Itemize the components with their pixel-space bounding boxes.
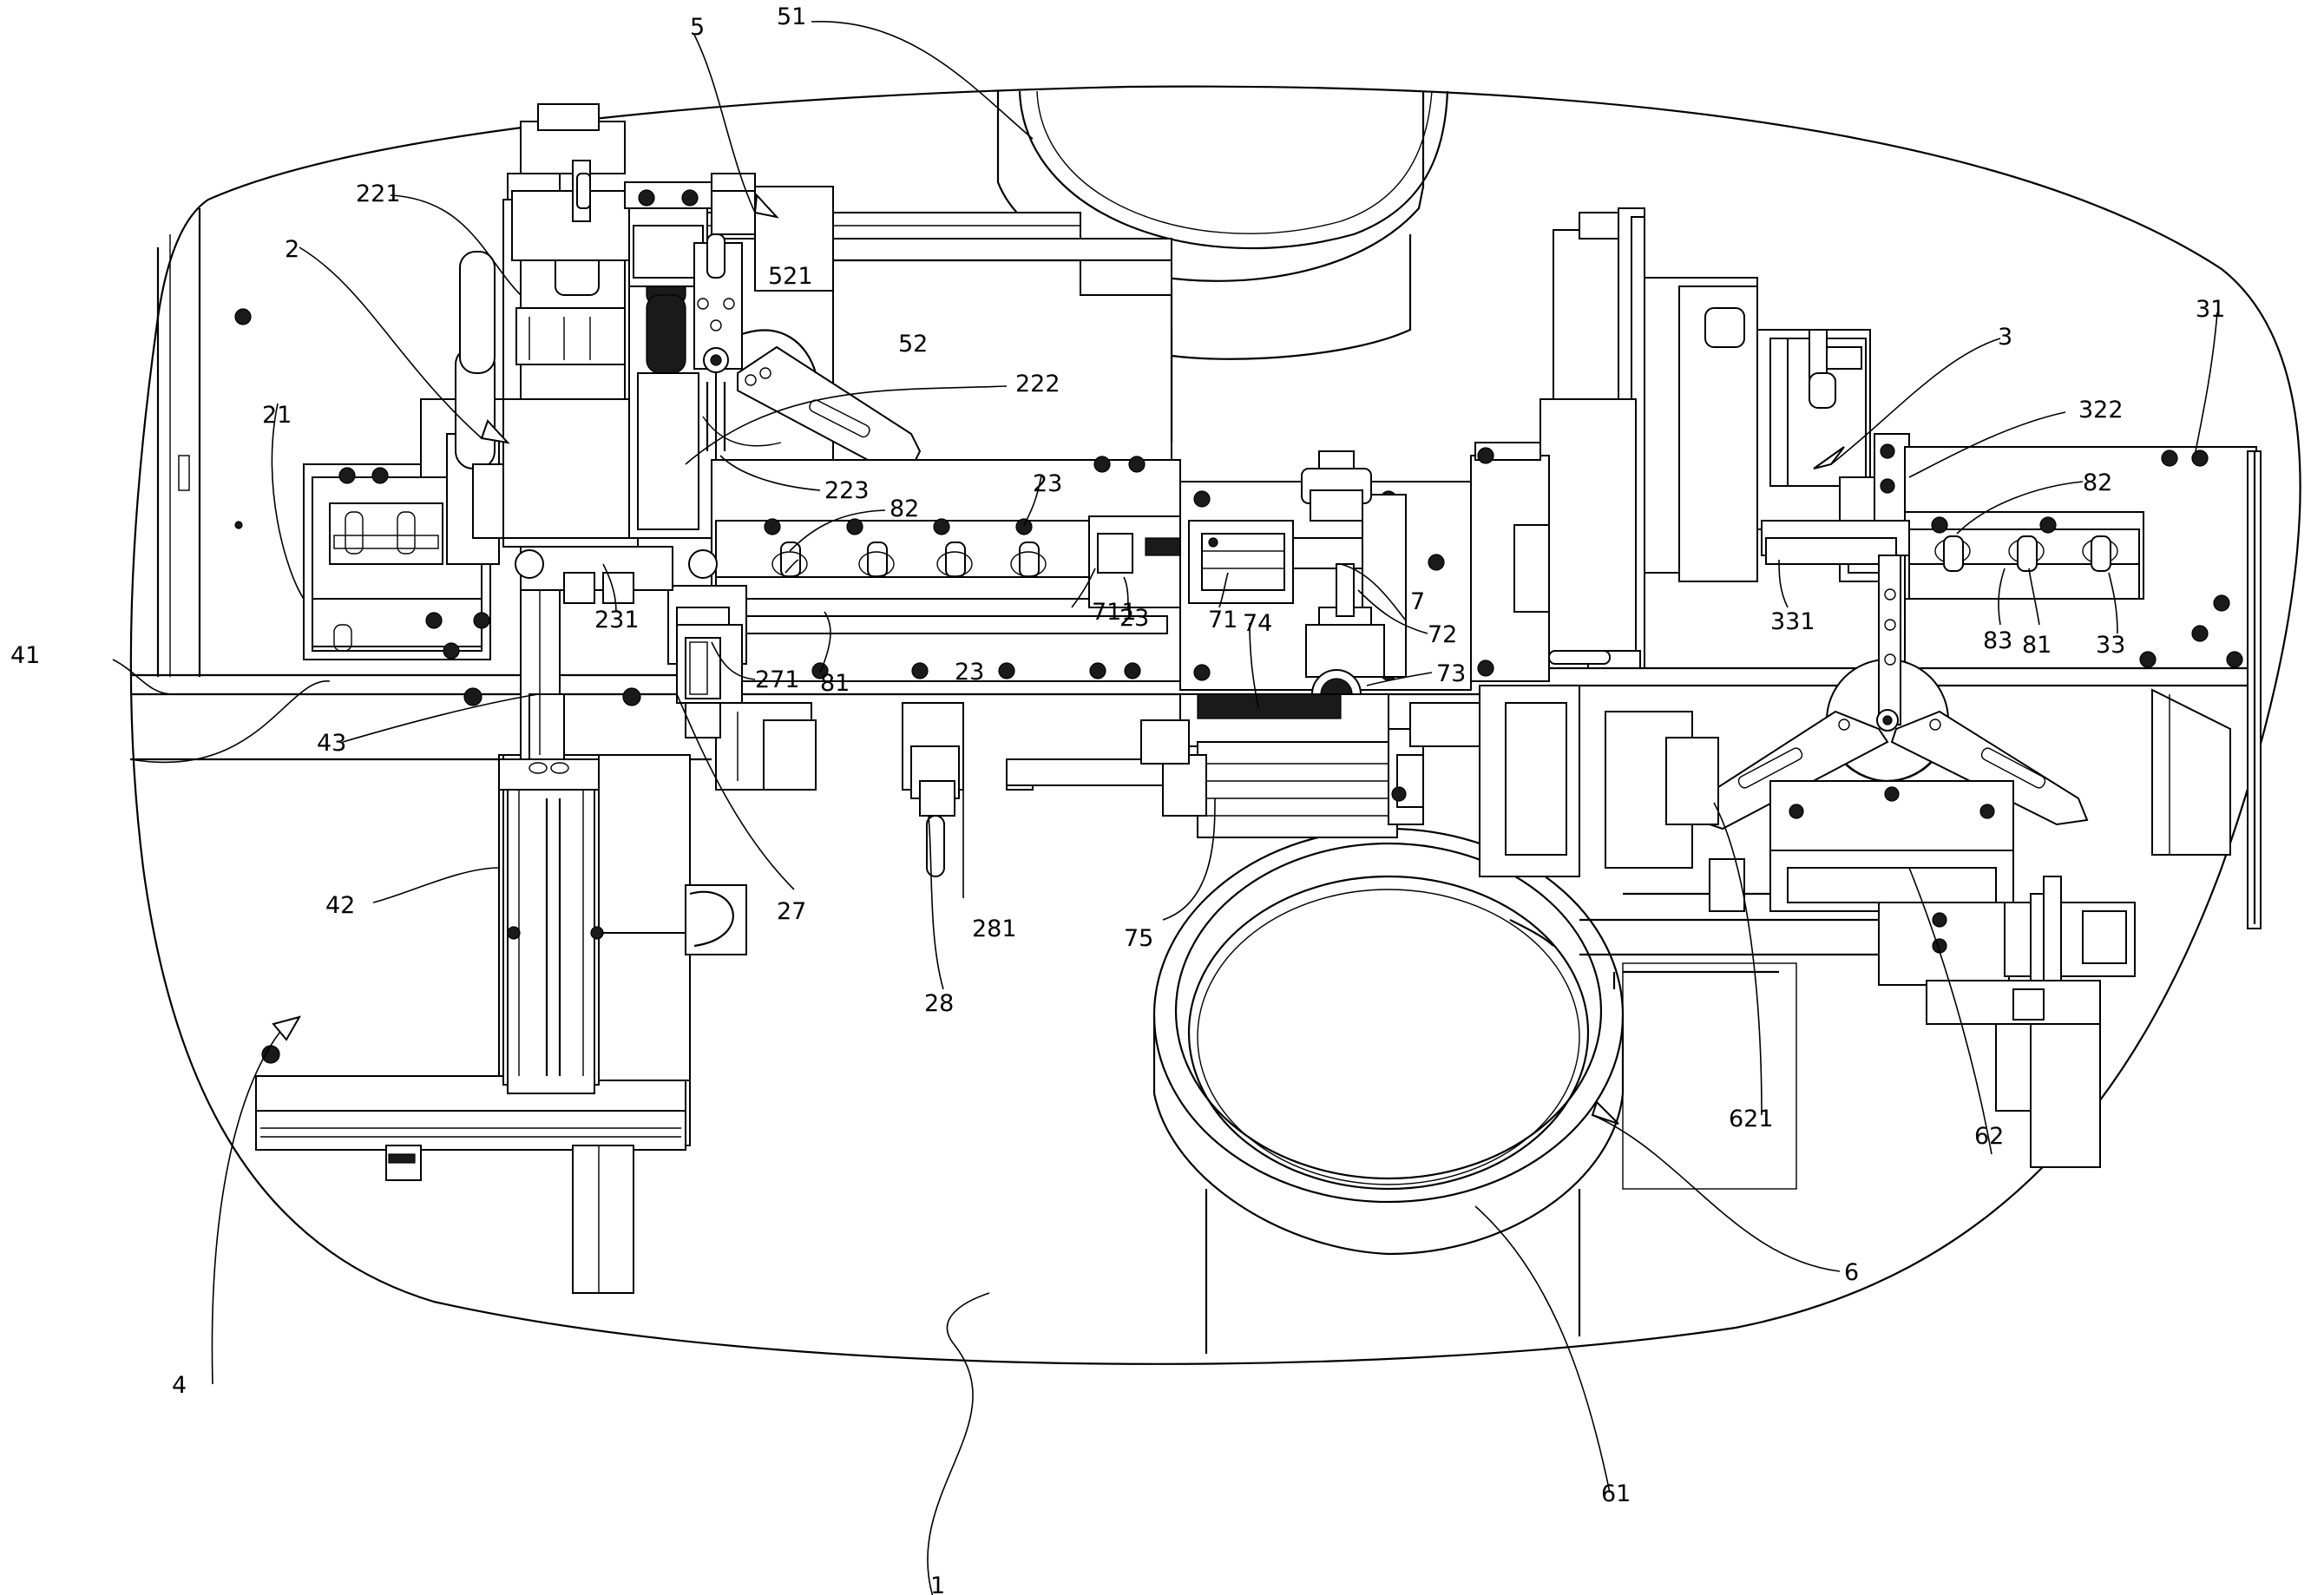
label-1: 1	[930, 1572, 945, 1595]
label-72: 72	[1428, 621, 1457, 648]
label-331: 331	[1770, 608, 1815, 635]
base-outline	[129, 85, 2301, 1365]
label-221: 221	[356, 181, 401, 207]
unit-7-middle	[1006, 450, 1489, 838]
label-21: 21	[262, 402, 292, 429]
left-lower-parts	[515, 546, 1155, 877]
label-28: 28	[924, 990, 954, 1017]
label-23c: 23	[955, 659, 984, 686]
label-33: 33	[2096, 632, 2125, 659]
label-4: 4	[172, 1372, 187, 1399]
label-711: 711	[1092, 599, 1137, 626]
label-82a: 82	[890, 496, 919, 522]
label-23a: 23	[1033, 470, 1062, 497]
label-43: 43	[317, 730, 346, 757]
label-521: 521	[768, 263, 813, 290]
right-lower-parts	[1479, 685, 2136, 1168]
label-61: 61	[1601, 1480, 1631, 1507]
unit-4-left-table	[255, 754, 747, 1294]
label-223: 223	[824, 477, 870, 504]
label-3: 3	[1998, 324, 2012, 351]
label-71: 71	[1208, 607, 1237, 633]
label-51: 51	[777, 3, 806, 30]
leader-lines	[112, 21, 2218, 1595]
label-23b: 23	[1119, 605, 1149, 632]
label-322: 322	[2078, 397, 2124, 423]
label-621: 621	[1729, 1106, 1774, 1132]
label-81b: 81	[2022, 632, 2052, 659]
label-52: 52	[898, 331, 928, 358]
cylinder-43	[520, 589, 565, 760]
label-82b: 82	[2083, 469, 2112, 496]
label-271: 271	[755, 666, 800, 693]
label-27: 27	[777, 898, 806, 925]
label-74: 74	[1243, 610, 1272, 637]
label-5: 5	[690, 14, 705, 41]
label-6: 6	[1844, 1259, 1859, 1286]
label-41: 41	[10, 642, 40, 669]
label-7: 7	[1410, 588, 1425, 615]
arm-52	[693, 233, 922, 475]
label-231: 231	[594, 607, 640, 633]
label-81a: 81	[820, 670, 850, 697]
right-plate-31	[1470, 442, 2262, 929]
label-2: 2	[285, 236, 299, 263]
left-frame	[156, 208, 252, 677]
label-75: 75	[1124, 925, 1153, 952]
reference-numerals: 1 2 21 221 222 223 23 23 23 231 27 271 2…	[10, 3, 2225, 1595]
rail-23-left	[667, 456, 1198, 682]
label-31: 31	[2196, 296, 2225, 323]
label-281: 281	[972, 916, 1017, 942]
unit-3-right-station	[1539, 207, 1910, 669]
label-42: 42	[325, 892, 355, 919]
label-83: 83	[1983, 627, 2012, 654]
label-73: 73	[1436, 660, 1466, 687]
unit-2-left-station	[303, 103, 717, 660]
arrow-heads	[480, 193, 1845, 1125]
label-62: 62	[1974, 1123, 2004, 1150]
label-222: 222	[1015, 371, 1060, 397]
